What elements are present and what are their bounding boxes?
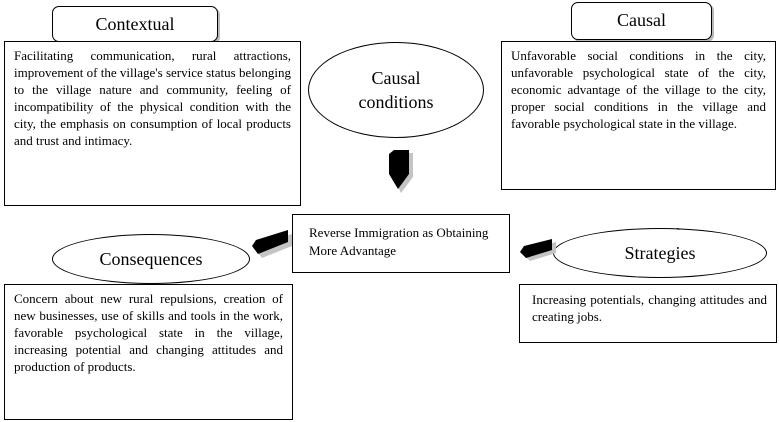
reverse-immigration-box: Reverse Immigration as Obtaining More Ad… [292,214,510,273]
down-arrow-icon [389,150,413,193]
strategies-box: Increasing potentials, changing attitude… [519,284,777,343]
strategies-label: Strategies [624,242,696,263]
strategies-ellipse: Strategies [553,228,767,278]
causal-conditions-box: Unfavorable social conditions in the cit… [501,41,776,190]
consequences-box: Concern about new rural repulsions, crea… [4,284,293,420]
contextual-label: Contextual [52,6,218,42]
consequences-label: Consequences [99,248,203,269]
contextual-conditions-box: Facilitating communication, rural attrac… [4,41,301,206]
causal-conditions-line1: Causal [371,68,421,88]
causal-conditions-line2: conditions [358,92,434,112]
consequences-ellipse: Consequences [52,234,250,284]
tick-mark: ` [676,225,681,240]
left-arrow-icon [252,230,292,258]
causal-conditions-ellipse: Causal conditions [308,42,484,138]
causal-label: Causal [571,2,712,40]
left-arrow-small-icon [520,239,556,261]
